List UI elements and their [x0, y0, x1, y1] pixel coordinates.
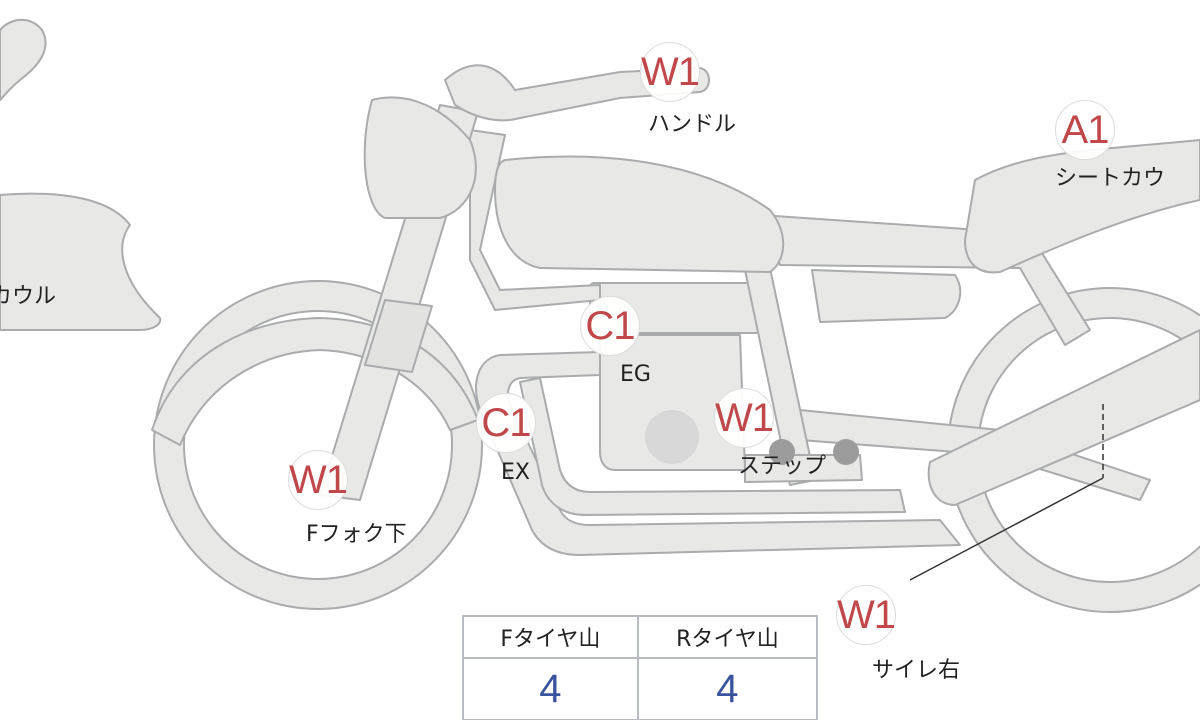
- exhaust-pipe: [475, 351, 961, 556]
- footpeg-right: [833, 439, 859, 465]
- muffler: [927, 329, 1200, 506]
- engine-cover: [645, 410, 699, 464]
- front-tyre-header: Fタイヤ山: [462, 615, 639, 659]
- fuel-tank: [494, 155, 785, 273]
- damage-marker-front-fork[interactable]: W1: [288, 450, 348, 510]
- rear-tyre-header: Rタイヤ山: [636, 615, 819, 659]
- side-cover: [811, 269, 962, 323]
- damage-marker-seat-cowl[interactable]: A1: [1055, 100, 1115, 160]
- label-muffler: サイレ右: [872, 658, 961, 683]
- damage-marker-step[interactable]: W1: [714, 388, 774, 448]
- leader-line: [909, 477, 1104, 581]
- label-seat-cowl: シートカウ: [1055, 166, 1166, 191]
- cowl-upper: [0, 18, 47, 101]
- label-engine: EG: [620, 362, 651, 387]
- label-front-fork: Fフォク下: [306, 522, 407, 547]
- label-handle: ハンドル: [648, 112, 737, 137]
- engine-block: [599, 334, 746, 471]
- label-step: ステップ: [738, 454, 827, 479]
- front-tyre-value: 4: [462, 657, 639, 720]
- damage-marker-handle[interactable]: W1: [640, 42, 700, 102]
- tyre-tread-table: Fタイヤ山 Rタイヤ山 4 4: [462, 615, 819, 720]
- cowl-lower: [0, 192, 162, 331]
- seat-cowl: [964, 139, 1200, 274]
- damage-marker-exhaust[interactable]: C1: [476, 393, 536, 453]
- damage-marker-engine[interactable]: C1: [580, 296, 640, 356]
- footpeg-left: [769, 439, 795, 465]
- label-cowl: カウル: [0, 284, 57, 309]
- damage-marker-muffler[interactable]: W1: [836, 585, 896, 645]
- headlight: [363, 96, 477, 219]
- rear-tyre-value: 4: [636, 657, 819, 720]
- label-exhaust: EX: [501, 460, 530, 485]
